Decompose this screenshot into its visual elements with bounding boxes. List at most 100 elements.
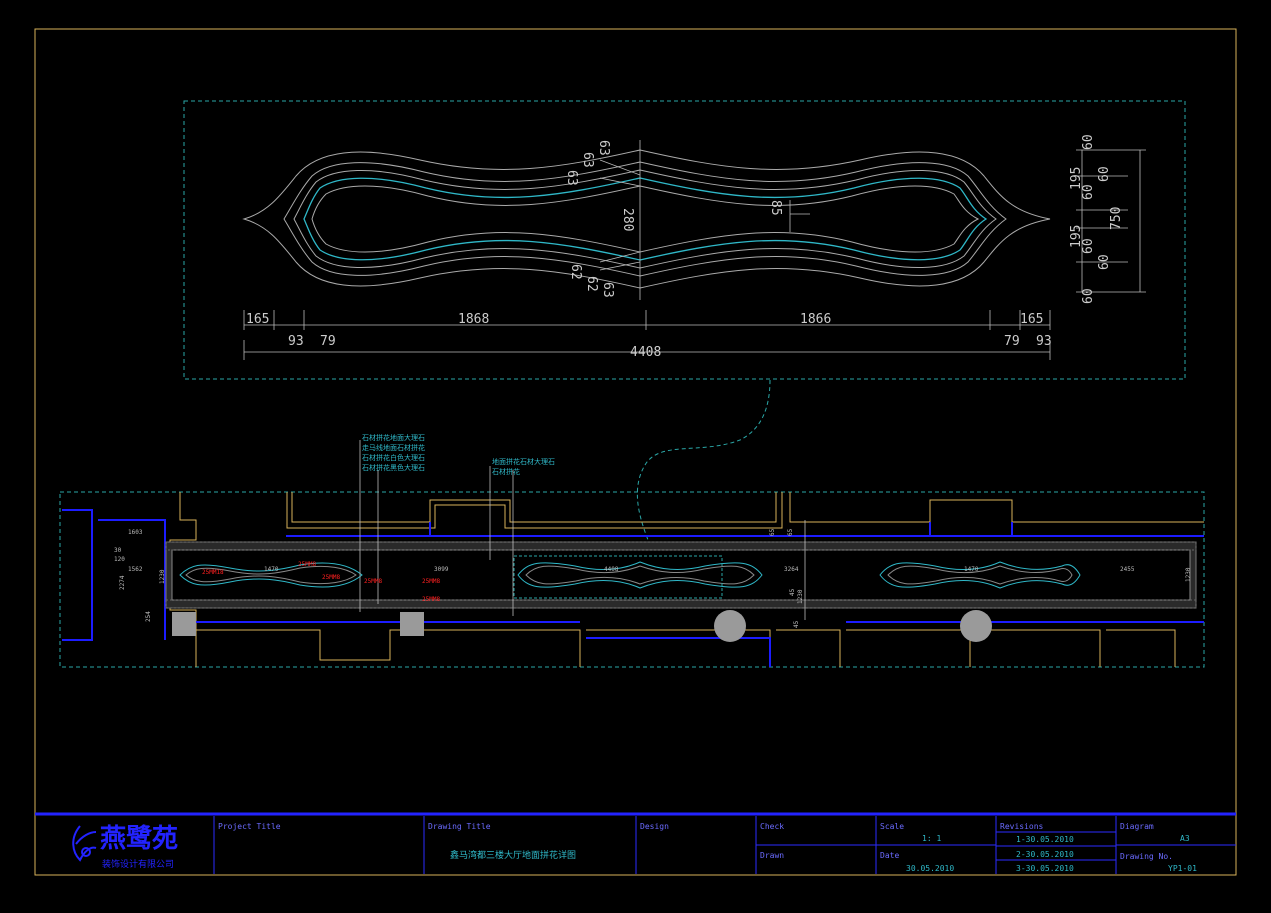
dim-bottom-1: 62	[568, 264, 583, 280]
column-square-2	[400, 612, 424, 636]
legend-left: 石材拼花地面大理石 走马线地面石材拼花 石材拼花白色大理石 石材拼花黑色大理石	[362, 433, 425, 472]
scale-label: Scale	[880, 822, 905, 831]
legend-right-2: 石材拼花	[492, 467, 520, 476]
plan-walls-blue	[62, 509, 1204, 667]
diagram-value: A3	[1180, 834, 1190, 843]
detail-dimensions	[243, 140, 1146, 360]
plan-medallions	[179, 561, 1081, 589]
dim-top-2: 63	[580, 152, 595, 168]
dim-bottom-3: 63	[600, 282, 615, 298]
plan-dim-4: 3099	[434, 566, 449, 573]
legend-left-1: 石材拼花地面大理石	[362, 433, 425, 442]
sheet-border	[34, 28, 1237, 876]
scale-value: 1: 1	[922, 834, 942, 843]
plan-dim-7: 1470	[964, 566, 979, 573]
legend-left-4: 石材拼花黑色大理石	[362, 463, 425, 472]
legend-left-2: 走马线地面石材拼花	[362, 443, 425, 452]
dim-v-8: 60	[1081, 288, 1096, 304]
drawing-no-value: YP1-01	[1168, 864, 1197, 873]
detail-leader	[636, 379, 771, 546]
company-name: 燕鹭苑	[100, 824, 179, 854]
plan-dim-15: 1230	[797, 589, 804, 604]
dim-v-4: 60	[1097, 166, 1112, 182]
company-logo	[72, 825, 97, 862]
dim-sub-l2: 79	[320, 334, 336, 349]
plan-dim-2: 1562	[128, 566, 143, 573]
dim-sub-l1: 93	[288, 334, 304, 349]
revision-1: 1-30.05.2010	[1016, 835, 1074, 844]
legend-leaders	[359, 440, 806, 620]
legend-right: 地面拼花石材大理石 石材拼花	[492, 457, 555, 476]
plan-dim-text: 1603 1562 1470 3099 4408 3264 1470 2455 …	[114, 528, 1192, 628]
revision-3: 3-30.05.2010	[1016, 864, 1074, 873]
plan-dim-16: 65	[769, 528, 776, 536]
plan-dim-9: 254	[145, 611, 152, 622]
plan-viewport	[59, 491, 1205, 668]
date-label: Date	[880, 851, 900, 860]
lozenge-inlay-cyan	[303, 177, 988, 261]
plan-dim-5: 4408	[604, 566, 619, 573]
dim-sub-r2: 93	[1036, 334, 1052, 349]
red-note-5: 25MM8	[422, 578, 440, 585]
plan-dim-8: 2455	[1120, 566, 1135, 573]
check-label: Check	[760, 822, 785, 831]
design-label: Design	[640, 822, 669, 831]
company-subtitle: 装饰设计有限公司	[102, 860, 175, 870]
dim-right-offset: 85	[768, 200, 783, 216]
column-round-1	[714, 610, 746, 642]
column-round-2	[960, 610, 992, 642]
date-value: 30.05.2010	[906, 864, 955, 873]
plan-dim-19: 45	[793, 620, 800, 628]
plan-dim-1: 1603	[128, 529, 143, 536]
red-note-1: 25MM18	[202, 569, 224, 576]
dim-v-6: 60	[1081, 238, 1096, 254]
plan-dim-11: 30	[114, 547, 122, 554]
plan-medallion-3b	[887, 565, 1073, 585]
lozenge-band-2	[283, 161, 1007, 277]
dim-center-height: 280	[620, 208, 635, 231]
revision-2: 2-30.05.2010	[1016, 850, 1074, 859]
dim-v-1: 60	[1081, 134, 1096, 150]
detail-dim-text: 63 63 63 280 85 62 62 63 165 1868 1866 1…	[246, 134, 1124, 360]
red-note-2: 25MM8	[298, 561, 316, 568]
dim-h-4: 165	[1020, 312, 1043, 327]
column-square-1	[172, 612, 196, 636]
plan-dim-6: 3264	[784, 566, 799, 573]
plan-dim-3: 1470	[264, 566, 279, 573]
lozenge-outer	[242, 149, 1051, 289]
dim-h-1: 165	[246, 312, 269, 327]
plan-red-notes: 25MM18 25MM8 25MM8 25MM8 25MM8 25MM8	[202, 561, 440, 603]
plan-dim-13: 1230	[159, 569, 166, 584]
dim-v-2: 195	[1069, 167, 1084, 190]
plan-dim-14: 1230	[1185, 567, 1192, 582]
title-block-grid	[213, 816, 1236, 874]
plan-medallion-2b	[525, 565, 755, 585]
corridor-floor	[171, 549, 1191, 601]
dim-h-2: 1868	[458, 312, 489, 327]
red-note-4: 25MM8	[364, 578, 382, 585]
lozenge-band-3	[293, 169, 997, 269]
diagram-label: Diagram	[1120, 822, 1154, 831]
plan-dim-18: 45	[789, 588, 796, 596]
dim-sub-r1: 79	[1004, 334, 1020, 349]
drawing-title: 鑫马湾都三楼大厅地面拼花详图	[450, 851, 577, 861]
drawing-no-label: Drawing No.	[1120, 852, 1173, 861]
dim-total-height: 750	[1109, 207, 1124, 230]
dim-h-3: 1866	[800, 312, 831, 327]
lozenge-inner	[311, 185, 980, 253]
detail-viewport	[183, 100, 1186, 380]
plan-dim-10: 2274	[119, 575, 126, 590]
red-note-3: 25MM8	[322, 574, 340, 581]
revisions-label: Revisions	[1000, 822, 1044, 831]
dim-v-3: 60	[1081, 184, 1096, 200]
corridor-dotted-edge-bottom	[165, 599, 1197, 609]
dim-v-5: 195	[1069, 225, 1084, 248]
plan-dim-12: 120	[114, 556, 125, 563]
corridor-dotted-edge-top	[165, 541, 1197, 551]
plan-medallion-1	[179, 562, 363, 588]
dim-top-1: 63	[564, 170, 579, 186]
drawing-title-label: Drawing Title	[428, 822, 491, 831]
project-title-label: Project Title	[218, 822, 281, 831]
legend-left-3: 石材拼花白色大理石	[362, 453, 425, 462]
